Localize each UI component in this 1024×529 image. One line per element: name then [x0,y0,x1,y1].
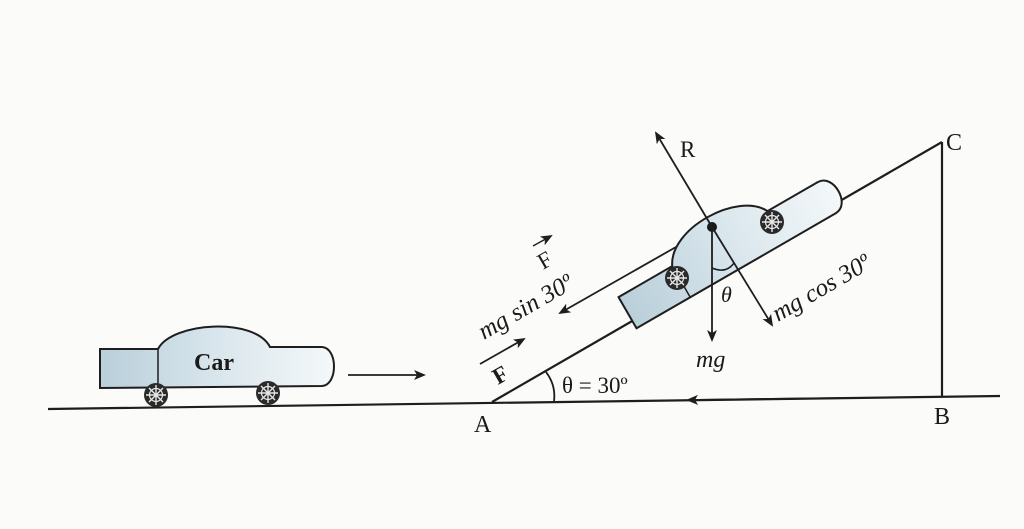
label-point-a: A [474,412,492,438]
car-label: Car [194,350,234,376]
label-mg-cos: mg cos 30º [768,249,877,328]
applied-force-arrow [479,338,526,365]
mg-sin-arrow [558,246,677,314]
incline-rear-wheel [760,210,784,234]
car-on-ground: Car [99,325,335,407]
ground-line [47,394,1001,411]
theta-arc [711,262,735,271]
label-force-vector-upper: F [532,235,557,274]
incline-front-wheel [665,266,689,290]
label-angle: θ = 30º [562,373,628,398]
mg-cos-arrow [711,226,774,327]
label-reaction: R [680,137,696,162]
label-point-c: C [946,130,962,156]
car-on-incline [617,179,843,330]
svg-text:F: F [533,246,557,274]
label-mg-sin: mg sin 30º [474,269,579,345]
front-wheel [144,383,168,407]
ground-arrow [686,394,851,405]
label-force-lower: F [488,361,513,390]
label-mg: mg [696,347,725,373]
reaction-arrow [654,131,713,228]
label-theta: θ [721,282,732,307]
rear-wheel [256,381,280,405]
label-point-b: B [934,404,950,430]
angle-arc [545,371,556,402]
